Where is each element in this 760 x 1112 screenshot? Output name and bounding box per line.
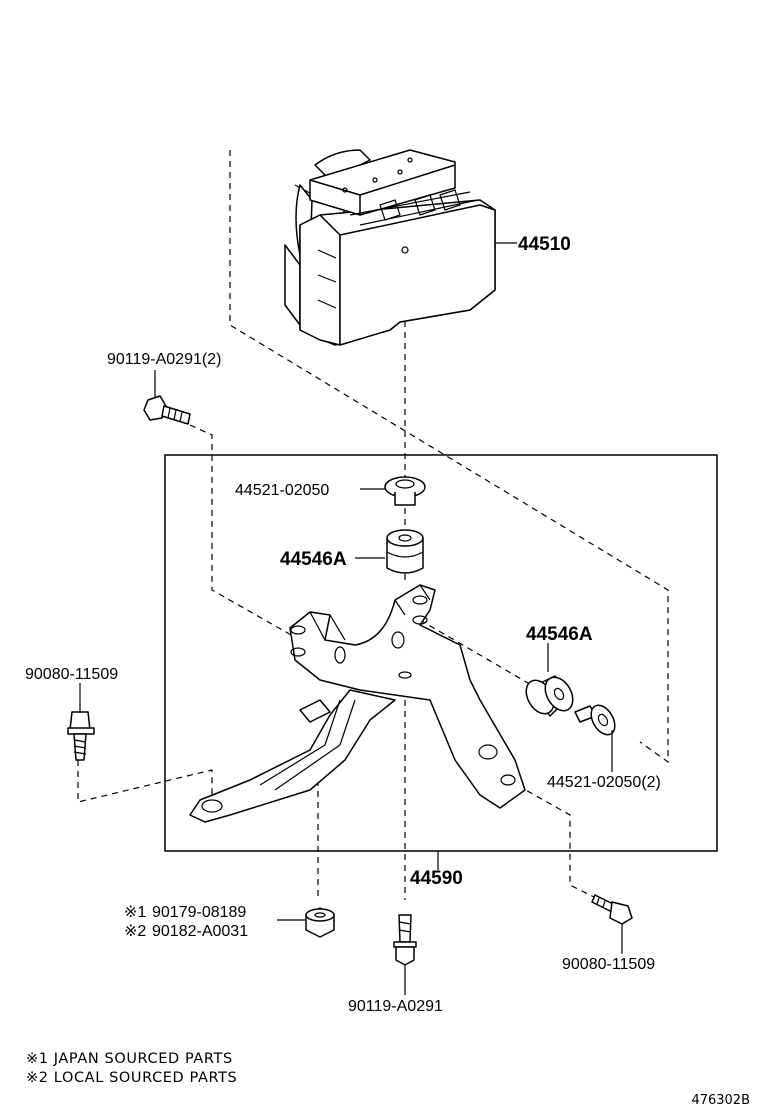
nut-90179 [305,907,335,938]
leader-lines [79,242,623,995]
bolt-90119-top [143,395,191,425]
cushion-44546a-right [525,675,574,717]
label-90080-left: 90080-11509 [25,666,118,683]
cushion-44546a-upper [386,529,424,574]
mark-1: ※1 [124,904,146,921]
group-frame [164,454,718,852]
label-44590: 44590 [410,868,463,889]
note-local-sourced: ※2 LOCAL SOURCED PARTS [26,1070,238,1086]
label-90179: 90179-08189 [152,904,246,921]
label-44546a-upper: 44546A [280,549,347,570]
mark-2: ※2 [124,923,146,940]
label-44521-right: 44521-02050(2) [547,774,661,791]
collar-44521-right [574,704,616,736]
bolt-90119-bottom [393,914,417,966]
label-44521-upper: 44521-02050 [235,482,329,499]
bolt-90080-left [67,711,95,761]
label-44546a-right: 44546A [526,624,593,645]
label-44510: 44510 [518,234,571,255]
note-japan-sourced: ※1 JAPAN SOURCED PARTS [26,1051,233,1067]
bolt-90080-right [591,894,633,925]
label-90182: 90182-A0031 [152,923,248,940]
figure-id: 476302B [691,1093,750,1108]
collar-44521-upper [384,476,426,506]
bracket-44590 [189,584,526,823]
label-90119-bottom: 90119-A0291 [348,998,443,1015]
label-90119-top: 90119-A0291(2) [107,351,221,368]
abs-actuator [284,149,496,346]
label-90080-right: 90080-11509 [562,956,655,973]
